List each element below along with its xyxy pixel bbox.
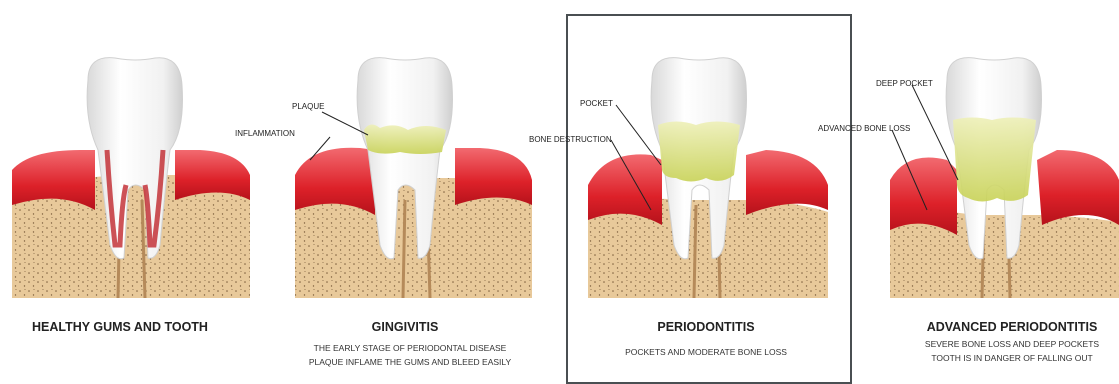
label-bone-destruction: BONE DESTRUCTION: [529, 135, 612, 144]
healthy-tooth-illustration: [0, 0, 280, 300]
bone: [890, 212, 1119, 298]
label-inflammation: INFLAMMATION: [235, 129, 295, 138]
panel-periodontitis: POCKET BONE DESTRUCTION PERIODONTITIS PO…: [566, 0, 852, 379]
panel-healthy: HEALTHY GUMS AND TOOTH: [0, 0, 280, 379]
panel-gingivitis: PLAQUE INFLAMMATION GINGIVITIS THE EARLY…: [280, 0, 565, 379]
gingivitis-tooth-illustration: [280, 0, 565, 300]
panel-advanced-periodontitis: DEEP POCKET ADVANCED BONE LOSS ADVANCED …: [852, 0, 1119, 379]
panel-title: ADVANCED PERIODONTITIS: [907, 320, 1117, 334]
periodontitis-tooth-illustration: [566, 0, 852, 300]
panel-title: PERIODONTITIS: [601, 320, 811, 334]
panel-description-2: PLAQUE INFLAME THE GUMS AND BLEED EASILY: [285, 356, 535, 368]
label-pocket: POCKET: [580, 99, 613, 108]
panel-description-1: SEVERE BONE LOSS AND DEEP POCKETS: [907, 338, 1117, 350]
gum-right: [455, 148, 532, 205]
gum-right: [175, 150, 250, 200]
label-deep-pocket: DEEP POCKET: [876, 79, 933, 88]
gum-left: [890, 158, 957, 236]
advanced-periodontitis-tooth-illustration: [852, 0, 1119, 300]
panel-description-1: THE EARLY STAGE OF PERIODONTAL DISEASE: [285, 342, 535, 354]
panel-title: GINGIVITIS: [300, 320, 510, 334]
panel-title: HEALTHY GUMS AND TOOTH: [20, 320, 220, 334]
panel-description-1: POCKETS AND MODERATE BONE LOSS: [591, 346, 821, 358]
plaque: [953, 118, 1036, 202]
plaque: [658, 122, 740, 182]
label-advanced-bone-loss: ADVANCED BONE LOSS: [818, 124, 910, 133]
plaque: [364, 124, 446, 154]
panel-description-2: TOOTH IS IN DANGER OF FALLING OUT: [907, 352, 1117, 364]
gum-right: [1037, 150, 1119, 225]
label-plaque: PLAQUE: [292, 102, 324, 111]
